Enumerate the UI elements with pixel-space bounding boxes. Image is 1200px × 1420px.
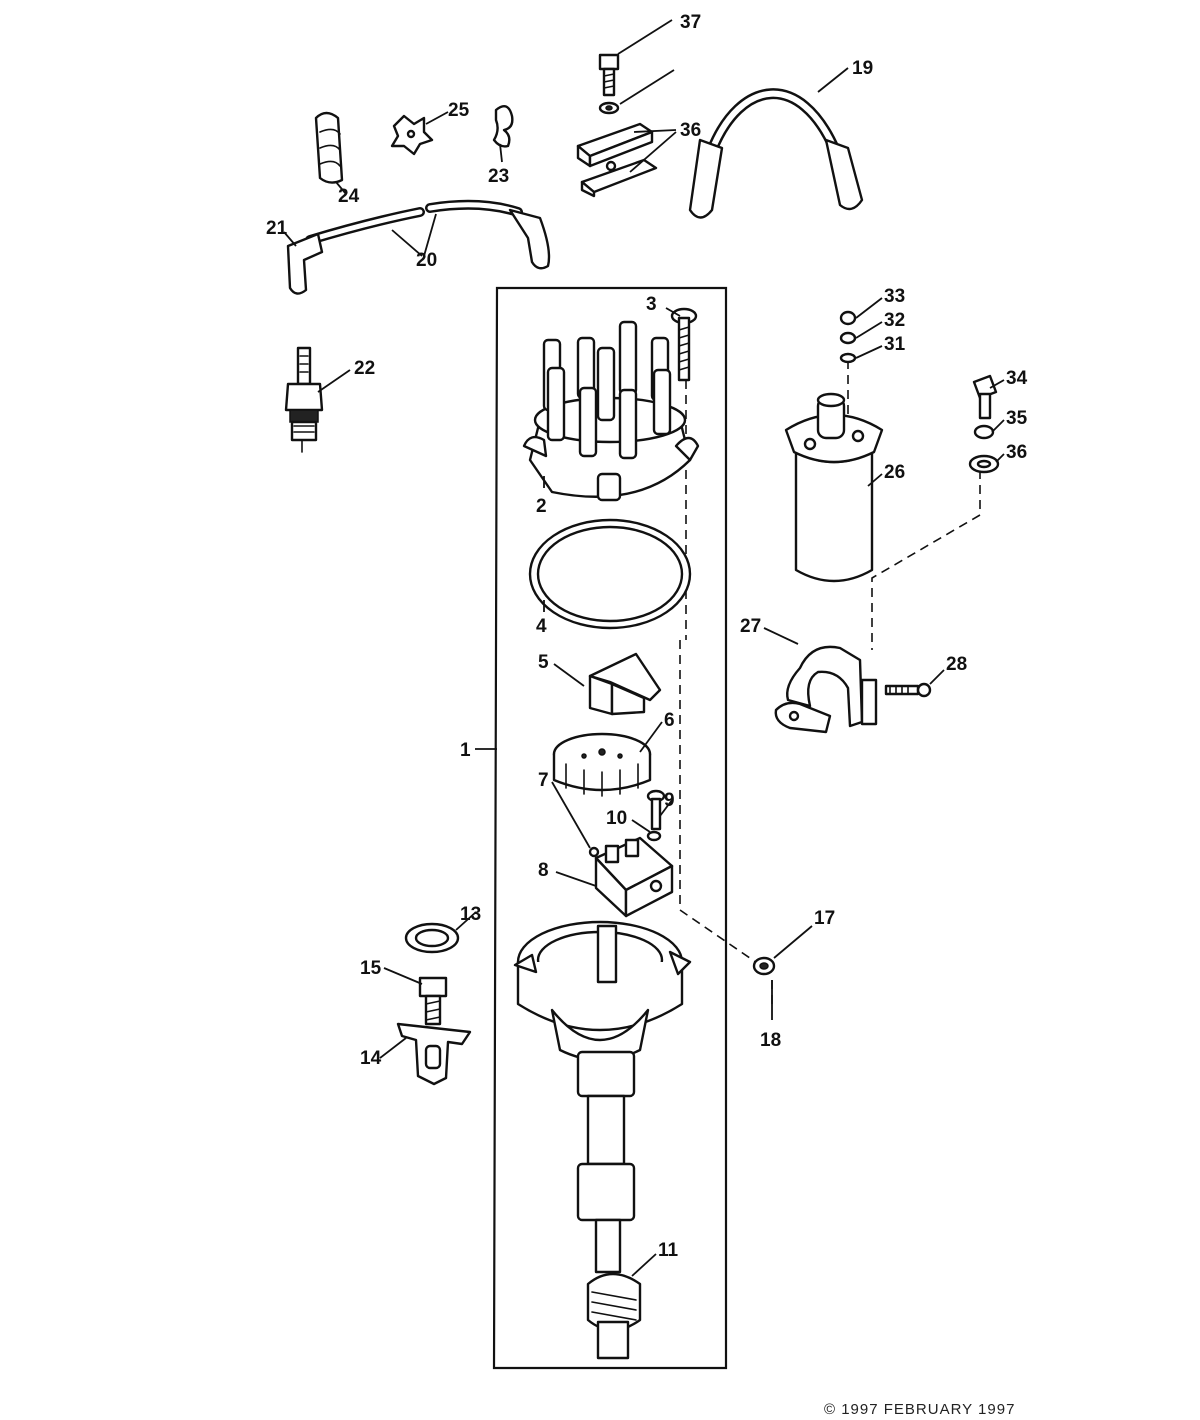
reluctor-6 xyxy=(552,732,652,797)
callout-21: 21 xyxy=(266,218,288,239)
bolt-36 xyxy=(598,53,620,97)
distributor-assembly-box xyxy=(475,286,728,1370)
callout-27: 27 xyxy=(740,616,761,637)
footer-caption: © 1997 FEBRUARY 1997 xyxy=(824,1401,1015,1418)
bolt-15 xyxy=(418,976,448,1026)
callout-25: 25 xyxy=(448,100,470,121)
coil-bracket-27 xyxy=(774,645,878,734)
washer-10 xyxy=(646,830,662,842)
callout-4: 4 xyxy=(536,616,547,637)
screw-7 xyxy=(588,846,600,858)
callout-36: 37 xyxy=(680,12,701,33)
clip-25 xyxy=(390,114,434,156)
distributor-cap-2 xyxy=(522,320,700,502)
clip-23 xyxy=(492,104,514,148)
rotor-5 xyxy=(588,652,662,716)
callout-1: 1 xyxy=(460,740,471,761)
screw-9 xyxy=(646,789,666,831)
bracket-35 xyxy=(576,122,658,198)
callout-26: 26 xyxy=(884,462,905,483)
screw-3 xyxy=(670,307,698,382)
callout-9: 9 xyxy=(664,790,675,811)
callout-33: 35 xyxy=(1006,408,1028,429)
clamp-14 xyxy=(396,1022,472,1086)
callout-31: 33 xyxy=(884,286,905,307)
gasket-4 xyxy=(528,518,692,630)
washer-34 xyxy=(968,454,1000,474)
callout-10: 10 xyxy=(606,808,627,829)
callout-30: 32 xyxy=(884,310,905,331)
distributor-housing xyxy=(513,920,692,1274)
callout-34: 36 xyxy=(1006,442,1027,463)
callout-20: 20 xyxy=(416,250,437,271)
callout-15: 15 xyxy=(360,958,382,979)
washer-37 xyxy=(598,101,620,115)
callout-11: 11 xyxy=(658,1240,679,1261)
leader-lines xyxy=(283,19,1005,1277)
callout-23: 23 xyxy=(488,166,509,187)
coil-wire-19 xyxy=(688,88,864,219)
drive-gear-11 xyxy=(586,1272,642,1360)
callout-2: 2 xyxy=(536,496,547,517)
callout-13: 13 xyxy=(460,904,481,925)
callout-18: 18 xyxy=(760,1030,781,1051)
callout-28: 28 xyxy=(946,654,967,675)
clip-24 xyxy=(314,111,344,184)
callout-labels: 37 36 19 25 23 24 21 20 22 3 2 4 5 6 1 7… xyxy=(266,12,1028,1261)
callout-32: 34 xyxy=(1006,368,1028,389)
callout-5: 5 xyxy=(538,652,549,673)
callout-22: 22 xyxy=(354,358,375,379)
spark-plug-wire-20 xyxy=(286,199,551,295)
washer-29 xyxy=(839,352,857,364)
callout-14: 14 xyxy=(360,1048,382,1069)
callout-17: 17 xyxy=(814,908,835,929)
washer-13 xyxy=(404,922,460,954)
callout-35: 36 xyxy=(680,120,701,141)
callout-24: 24 xyxy=(338,186,360,207)
callout-19: 19 xyxy=(852,58,873,79)
ignition-coil-26 xyxy=(784,392,884,583)
callout-3: 3 xyxy=(646,294,657,315)
nut-31 xyxy=(839,310,857,326)
nut-17 xyxy=(752,956,776,976)
callout-29: 31 xyxy=(884,334,906,355)
washer-33 xyxy=(973,424,995,440)
spark-plug-22 xyxy=(284,346,324,453)
screw-28 xyxy=(884,682,932,698)
callout-8: 8 xyxy=(538,860,549,881)
callout-6: 6 xyxy=(664,710,675,731)
callout-7: 7 xyxy=(538,770,549,791)
washer-30 xyxy=(839,331,857,345)
ignition-module-8 xyxy=(594,836,674,918)
bolt-32 xyxy=(972,374,998,420)
